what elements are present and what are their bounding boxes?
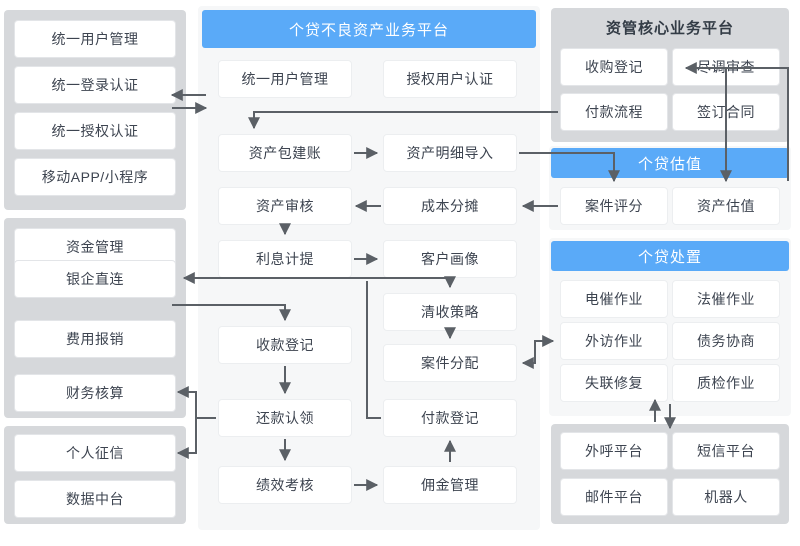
right-core-platform-title: 资管核心业务平台 (605, 19, 734, 37)
right-core-item-acquisition-registration[interactable]: 收购登记 (560, 48, 668, 86)
right-disposal-item-quality-inspection[interactable]: 质检作业 (672, 364, 780, 402)
right-channel-item-robot[interactable]: 机器人 (672, 478, 780, 516)
center-platform-title: 个贷不良资产业务平台 (202, 10, 536, 48)
right-disposal-item-legal-collection[interactable]: 法催作业 (672, 280, 780, 318)
left-item-unified-login-auth[interactable]: 统一登录认证 (14, 66, 176, 104)
center-box-repayment-claim[interactable]: 还款认领 (218, 399, 352, 437)
right-disposal-item-field-visit[interactable]: 外访作业 (560, 322, 668, 360)
center-box-asset-package-booking[interactable]: 资产包建账 (218, 134, 352, 172)
left-item-bank-enterprise-direct[interactable]: 银企直连 (14, 260, 176, 298)
right-core-item-due-diligence-review[interactable]: 尽调审查 (672, 48, 780, 86)
left-item-unified-user-management[interactable]: 统一用户管理 (14, 20, 176, 58)
right-disposal-item-debt-negotiation[interactable]: 债务协商 (672, 322, 780, 360)
right-core-item-sign-contract[interactable]: 签订合同 (672, 93, 780, 131)
right-channel-item-sms-platform[interactable]: 短信平台 (672, 432, 780, 470)
left-item-data-middle-platform[interactable]: 数据中台 (14, 480, 176, 518)
right-valuation-title: 个贷估值 (551, 148, 789, 178)
center-box-unified-user-management[interactable]: 统一用户管理 (218, 60, 352, 98)
center-box-case-assignment[interactable]: 案件分配 (383, 344, 517, 382)
center-box-customer-profile[interactable]: 客户画像 (383, 240, 517, 278)
right-valuation-item-case-scoring[interactable]: 案件评分 (560, 187, 668, 225)
center-box-cost-allocation[interactable]: 成本分摊 (383, 187, 517, 225)
left-item-personal-credit[interactable]: 个人征信 (14, 434, 176, 472)
center-box-asset-review[interactable]: 资产审核 (218, 187, 352, 225)
center-box-performance-assessment[interactable]: 绩效考核 (218, 466, 352, 504)
left-item-financial-accounting[interactable]: 财务核算 (14, 374, 176, 412)
center-box-payment-receipt-registration[interactable]: 收款登记 (218, 326, 352, 364)
right-disposal-item-lost-contact-repair[interactable]: 失联修复 (560, 364, 668, 402)
center-box-asset-detail-import[interactable]: 资产明细导入 (383, 134, 517, 172)
center-box-commission-management[interactable]: 佣金管理 (383, 466, 517, 504)
right-channel-item-email-platform[interactable]: 邮件平台 (560, 478, 668, 516)
right-core-item-payment-process[interactable]: 付款流程 (560, 93, 668, 131)
right-disposal-item-phone-collection[interactable]: 电催作业 (560, 280, 668, 318)
right-disposal-title: 个贷处置 (551, 241, 789, 271)
center-box-collection-strategy[interactable]: 清收策略 (383, 293, 517, 331)
center-box-authorized-user-auth[interactable]: 授权用户认证 (383, 60, 517, 98)
left-item-expense-reimbursement[interactable]: 费用报销 (14, 320, 176, 358)
right-valuation-item-asset-valuation[interactable]: 资产估值 (672, 187, 780, 225)
right-channel-item-outbound-call-platform[interactable]: 外呼平台 (560, 432, 668, 470)
left-item-mobile-app-miniprogram[interactable]: 移动APP/小程序 (14, 158, 176, 196)
center-box-interest-accrual[interactable]: 利息计提 (218, 240, 352, 278)
center-box-payment-registration[interactable]: 付款登记 (383, 399, 517, 437)
left-item-unified-authorization-auth[interactable]: 统一授权认证 (14, 112, 176, 150)
